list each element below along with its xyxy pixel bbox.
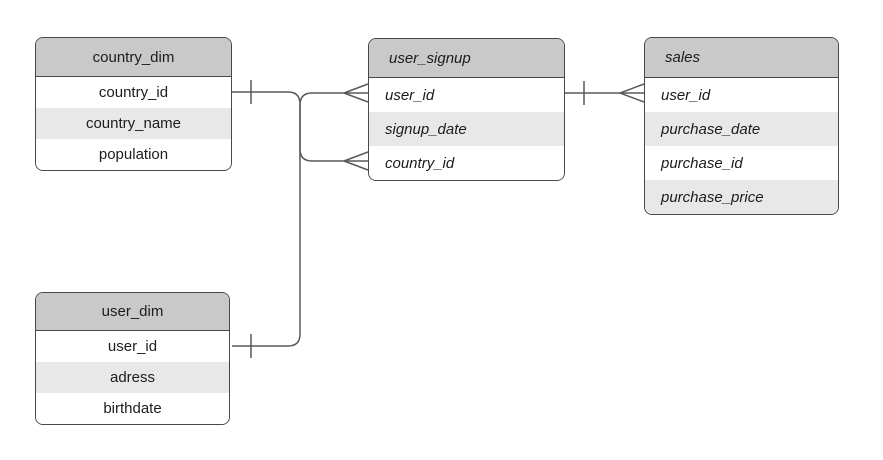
relationship-user-dim-to-user-signup[interactable] — [232, 83, 369, 358]
entity-table-user-signup[interactable]: user_signup user_id signup_date country_… — [368, 38, 565, 181]
relationship-user-signup-to-sales[interactable] — [565, 81, 645, 105]
connector-line[interactable] — [232, 92, 368, 347]
crow-foot-many-icon — [343, 151, 369, 171]
entity-title: country_dim — [36, 38, 231, 77]
field-row[interactable]: population — [36, 139, 231, 170]
entity-title: user_signup — [369, 39, 564, 78]
field-row[interactable]: country_id — [369, 146, 564, 180]
entity-table-sales[interactable]: sales user_id purchase_date purchase_id … — [644, 37, 839, 215]
field-row[interactable]: purchase_price — [645, 180, 838, 214]
field-row[interactable]: country_id — [36, 77, 231, 108]
field-row[interactable]: user_id — [36, 331, 229, 362]
entity-table-user-dim[interactable]: user_dim user_id adress birthdate — [35, 292, 230, 425]
field-row[interactable]: purchase_date — [645, 112, 838, 146]
field-row[interactable]: user_id — [645, 78, 838, 112]
crow-foot-many-icon — [343, 83, 369, 103]
crow-foot-many-icon — [619, 83, 645, 103]
field-row[interactable]: user_id — [369, 78, 564, 112]
field-row[interactable]: birthdate — [36, 393, 229, 424]
field-row[interactable]: country_name — [36, 108, 231, 139]
field-row[interactable]: adress — [36, 362, 229, 393]
field-row[interactable]: purchase_id — [645, 146, 838, 180]
entity-title: user_dim — [36, 293, 229, 331]
entity-title: sales — [645, 38, 838, 78]
entity-table-country-dim[interactable]: country_dim country_id country_name popu… — [35, 37, 232, 171]
field-row[interactable]: signup_date — [369, 112, 564, 146]
